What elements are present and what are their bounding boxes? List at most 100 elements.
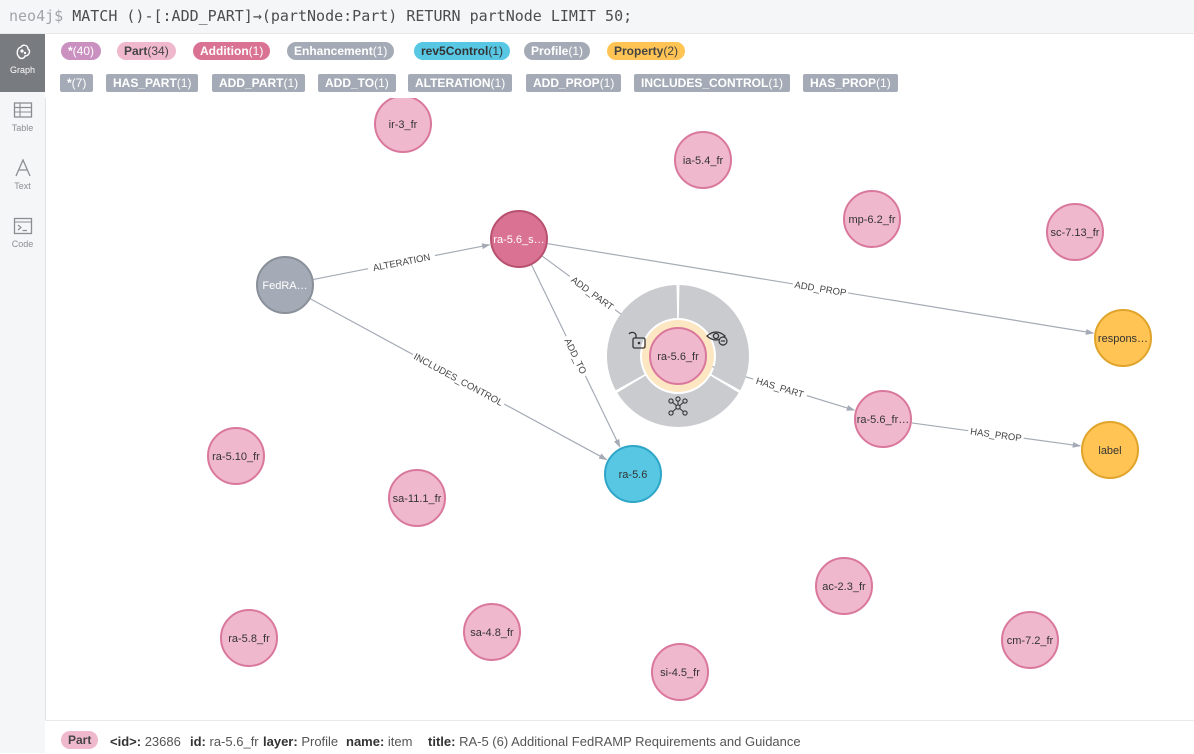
legend-label-name: Enhancement bbox=[294, 44, 373, 58]
graph-node-part[interactable]: mp-6.2_fr bbox=[843, 190, 901, 248]
node-circle[interactable] bbox=[207, 427, 265, 485]
sidebar-item-label: Code bbox=[11, 239, 34, 249]
legend-rel-count: (1) bbox=[599, 76, 615, 90]
legend-rel-all[interactable]: *(7) bbox=[60, 74, 94, 92]
graph-node-part[interactable]: ra-5.8_fr bbox=[220, 609, 278, 667]
sidebar-item-table[interactable]: Table bbox=[0, 92, 45, 150]
node-label: cm-7.2_fr bbox=[1007, 635, 1054, 647]
legend-label-profile[interactable]: Profile(1) bbox=[524, 42, 591, 60]
node-circle[interactable] bbox=[815, 557, 873, 615]
sidebar-item-label: Graph bbox=[9, 65, 35, 75]
edge-label-bg bbox=[751, 373, 809, 402]
edge-add-to[interactable]: ADD_TO bbox=[531, 264, 621, 448]
graph-node-addition[interactable]: ra-5.6_s… bbox=[490, 210, 548, 268]
node-circle[interactable] bbox=[651, 643, 709, 701]
legend-rel-add-to[interactable]: ADD_TO(1) bbox=[318, 74, 396, 92]
legend-rel-alteration[interactable]: ALTERATION(1) bbox=[408, 74, 513, 92]
edge-label: ADD_PART bbox=[569, 275, 616, 313]
sidebar-item-code[interactable]: Code bbox=[0, 208, 45, 266]
legend-rel-count: (7) bbox=[71, 76, 87, 90]
unlock-icon[interactable] bbox=[628, 331, 646, 349]
legend-rel-count: (1) bbox=[176, 76, 192, 90]
code-icon bbox=[13, 217, 32, 235]
property-key: id: bbox=[190, 734, 206, 749]
node-circle[interactable] bbox=[1046, 203, 1104, 261]
graph-node-part[interactable]: ir-3_fr bbox=[374, 98, 432, 153]
node-circle[interactable] bbox=[490, 210, 548, 268]
graph-node-property[interactable]: label bbox=[1081, 421, 1139, 479]
legend-rel-includes-control[interactable]: INCLUDES_CONTROL(1) bbox=[634, 74, 791, 92]
legend-rel-add-part[interactable]: ADD_PART(1) bbox=[212, 74, 306, 92]
graph-node-part[interactable]: ia-5.4_fr bbox=[674, 131, 732, 189]
legend-rel-name: INCLUDES_CONTROL bbox=[641, 76, 769, 90]
legend-label-rev5control[interactable]: rev5Control(1) bbox=[414, 42, 511, 60]
legend-rel-has-prop[interactable]: HAS_PROP(1) bbox=[803, 74, 898, 92]
node-label: ia-5.4_fr bbox=[683, 155, 724, 167]
sidebar-item-graph[interactable]: Graph bbox=[0, 34, 45, 92]
graph-canvas[interactable]: ALTERATION INCLUDES_CONTROLADD_PARTADD_TO… bbox=[45, 98, 1194, 720]
edge-label: ALTERATION bbox=[372, 252, 431, 274]
edge-alteration[interactable]: ALTERATION bbox=[313, 243, 491, 280]
legend-rel-name: HAS_PROP bbox=[810, 76, 877, 90]
node-circle[interactable] bbox=[220, 609, 278, 667]
graph-node-part[interactable]: cm-7.2_fr bbox=[1001, 611, 1059, 669]
node-circle[interactable] bbox=[463, 603, 521, 661]
legend-label-all[interactable]: *(40) bbox=[61, 42, 102, 60]
graph-node-part[interactable]: sc-7.13_fr bbox=[1046, 203, 1104, 261]
legend-label-enhancement[interactable]: Enhancement(1) bbox=[287, 42, 395, 60]
query-prompt: neo4j$ bbox=[9, 7, 64, 25]
node-circle[interactable] bbox=[674, 131, 732, 189]
query-bar[interactable]: neo4j$ MATCH ()-[:ADD_PART]→(partNode:Pa… bbox=[0, 0, 1194, 34]
graph-node-part[interactable]: ra-5.6_fr bbox=[649, 327, 707, 385]
property-value: Profile bbox=[297, 734, 339, 749]
query-input[interactable]: MATCH ()-[:ADD_PART]→(partNode:Part) RET… bbox=[72, 7, 633, 25]
legend-rel-name: ADD_TO bbox=[325, 76, 375, 90]
node-circle[interactable] bbox=[649, 327, 707, 385]
legend-label-name: Property bbox=[614, 44, 664, 58]
property-value: 23686 bbox=[141, 734, 181, 749]
legend-label-addition[interactable]: Addition(1) bbox=[193, 42, 271, 60]
legend-label-name: * bbox=[68, 44, 73, 58]
node-label: sa-11.1_fr bbox=[393, 493, 442, 505]
hide-icon[interactable] bbox=[706, 331, 728, 346]
query-text[interactable]: neo4j$ MATCH ()-[:ADD_PART]→(partNode:Pa… bbox=[9, 7, 632, 25]
legend-label-name: rev5Control bbox=[421, 44, 489, 58]
edge-includes-control[interactable]: INCLUDES_CONTROL bbox=[310, 298, 608, 461]
legend-rel-name: HAS_PART bbox=[113, 76, 177, 90]
graph-node-part[interactable]: sa-11.1_fr bbox=[388, 469, 446, 527]
edge-has-prop[interactable]: HAS_PROP bbox=[911, 422, 1082, 448]
graph-node-part[interactable]: sa-4.8_fr bbox=[463, 603, 521, 661]
node-circle[interactable] bbox=[843, 190, 901, 248]
graph-node-part[interactable]: ac-2.3_fr bbox=[815, 557, 873, 615]
node-circle[interactable] bbox=[604, 445, 662, 503]
graph-node-enhancement[interactable]: FedRA… bbox=[256, 256, 314, 314]
edge-label-bg bbox=[566, 271, 619, 315]
legend-rel-add-prop[interactable]: ADD_PROP(1) bbox=[526, 74, 622, 92]
graph-node-property[interactable]: respons… bbox=[1094, 309, 1152, 367]
legend-label-count: (40) bbox=[72, 44, 95, 58]
sidebar-item-text[interactable]: Text bbox=[0, 150, 45, 208]
status-label-badge[interactable]: Part bbox=[61, 731, 99, 749]
node-circle[interactable] bbox=[388, 469, 446, 527]
expand-icon[interactable] bbox=[668, 396, 688, 416]
legend-label-count: (1) bbox=[248, 44, 264, 58]
graph-node-control[interactable]: ra-5.6 bbox=[604, 445, 662, 503]
node-circle[interactable] bbox=[256, 256, 314, 314]
node-circle[interactable] bbox=[1001, 611, 1059, 669]
property-title: title: RA-5 (6) Additional FedRAMP Requi… bbox=[428, 734, 801, 749]
node-circle[interactable] bbox=[854, 390, 912, 448]
legend-label-count: (1) bbox=[372, 44, 388, 58]
legend-rel-count: (1) bbox=[768, 76, 784, 90]
node-circle[interactable] bbox=[374, 98, 432, 153]
legend-rel-has-part[interactable]: HAS_PART(1) bbox=[106, 74, 199, 92]
property-layer: layer: Profile bbox=[263, 734, 338, 749]
graph-node-part[interactable]: ra-5.6_fr… bbox=[854, 390, 912, 448]
graph-node-part[interactable]: ra-5.10_fr bbox=[207, 427, 265, 485]
node-circle[interactable] bbox=[1094, 309, 1152, 367]
node-circle[interactable] bbox=[1081, 421, 1139, 479]
node-label: FedRA… bbox=[262, 280, 307, 292]
property-id: <id>: 23686 bbox=[110, 734, 181, 749]
legend-label-property[interactable]: Property(2) bbox=[607, 42, 686, 60]
graph-node-part[interactable]: si-4.5_fr bbox=[651, 643, 709, 701]
legend-label-part[interactable]: Part(34) bbox=[117, 42, 176, 60]
